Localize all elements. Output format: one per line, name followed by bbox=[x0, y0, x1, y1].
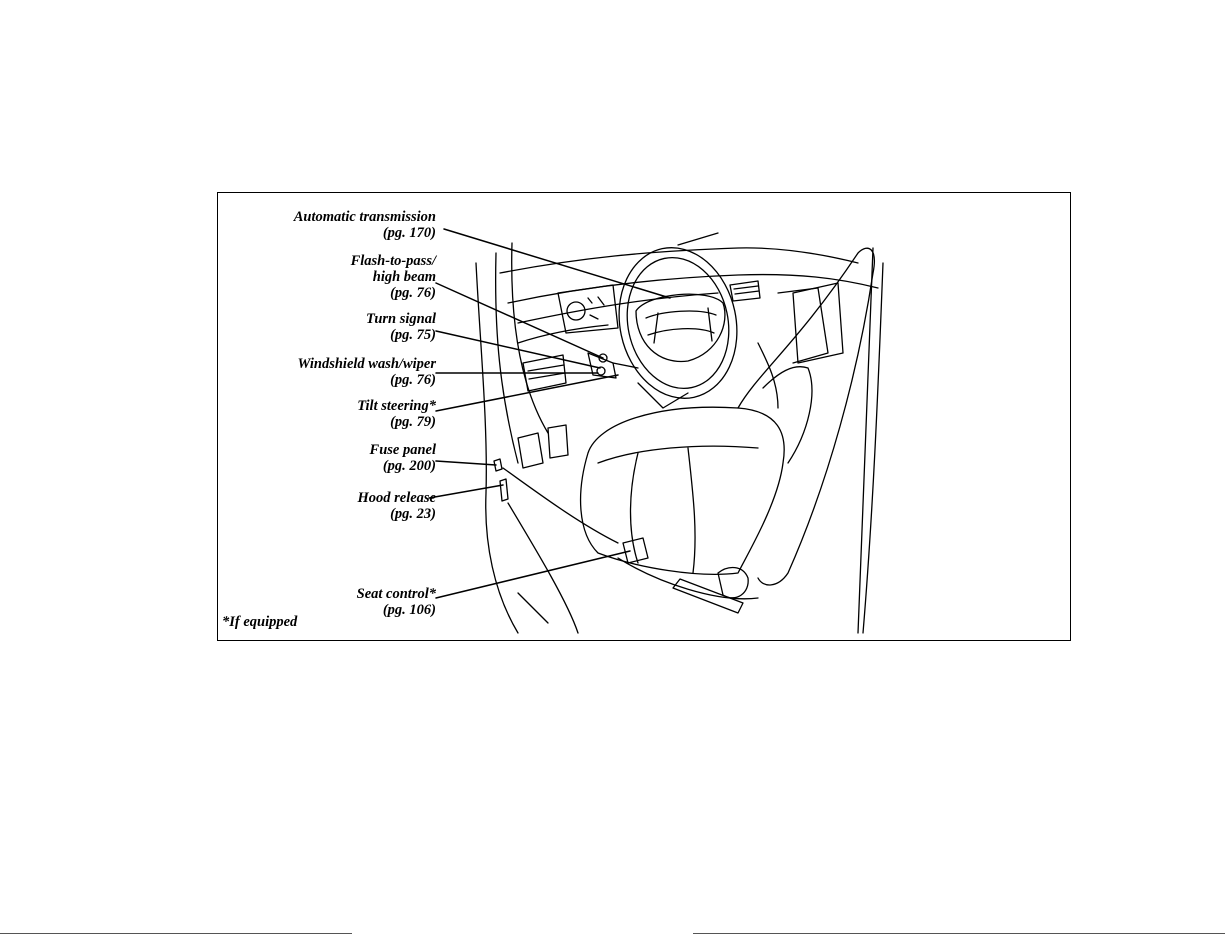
footnote: *If equipped bbox=[222, 614, 297, 631]
callout-fuse-panel: Fuse panel (pg. 200) bbox=[218, 442, 436, 474]
callout-flash-to-pass: Flash-to-pass/ high beam (pg. 76) bbox=[218, 253, 436, 301]
callout-page-ref: (pg. 23) bbox=[218, 506, 436, 522]
callout-turn-signal: Turn signal (pg. 75) bbox=[218, 311, 436, 343]
callout-windshield-wiper: Windshield wash/wiper (pg. 76) bbox=[218, 356, 436, 388]
a-pillar-inner bbox=[512, 243, 548, 433]
callout-page-ref: (pg. 76) bbox=[218, 285, 436, 301]
steering-column bbox=[638, 383, 688, 408]
leader-turn-signal bbox=[436, 331, 600, 368]
pedal bbox=[548, 425, 568, 458]
leader-hood-release bbox=[429, 485, 503, 498]
callout-hood-release: Hood release (pg. 23) bbox=[218, 490, 436, 522]
callout-tilt-steering: Tilt steering* (pg. 79) bbox=[218, 398, 436, 430]
callout-page-ref: (pg. 170) bbox=[218, 225, 436, 241]
callout-label: Turn signal bbox=[218, 311, 436, 327]
leader-seat-control bbox=[436, 551, 630, 598]
callout-page-ref: (pg. 75) bbox=[218, 327, 436, 343]
pedal bbox=[518, 433, 543, 468]
leader-tilt-steering bbox=[436, 375, 618, 411]
callout-page-ref: (pg. 79) bbox=[218, 414, 436, 430]
bottom-rule bbox=[0, 933, 352, 934]
callout-label-line2: high beam bbox=[218, 269, 436, 285]
windshield-top bbox=[500, 248, 858, 273]
callout-label: Flash-to-pass/ bbox=[218, 253, 436, 269]
callout-automatic-transmission: Automatic transmission (pg. 170) bbox=[218, 209, 436, 241]
leader-flash-to-pass bbox=[436, 283, 603, 358]
figure-frame: Automatic transmission (pg. 170) Flash-t… bbox=[217, 192, 1071, 641]
callout-label: Automatic transmission bbox=[218, 209, 436, 225]
a-pillar-left bbox=[496, 253, 518, 463]
seat-base bbox=[618, 558, 758, 599]
steering-hub bbox=[636, 294, 725, 361]
door-right bbox=[858, 248, 873, 633]
bottom-rule bbox=[693, 933, 1225, 934]
callout-page-ref: (pg. 200) bbox=[218, 458, 436, 474]
callout-label: Hood release bbox=[218, 490, 436, 506]
callout-label: Seat control* bbox=[218, 586, 436, 602]
seat-control-switch bbox=[623, 538, 648, 563]
callout-label: Windshield wash/wiper bbox=[218, 356, 436, 372]
hood-release-handle bbox=[500, 479, 508, 501]
callout-page-ref: (pg. 76) bbox=[218, 372, 436, 388]
callout-label: Tilt steering* bbox=[218, 398, 436, 414]
callout-label: Fuse panel bbox=[218, 442, 436, 458]
seat-cushion bbox=[581, 407, 785, 574]
leader-fuse-panel bbox=[436, 461, 496, 465]
dashboard-top bbox=[508, 275, 878, 303]
